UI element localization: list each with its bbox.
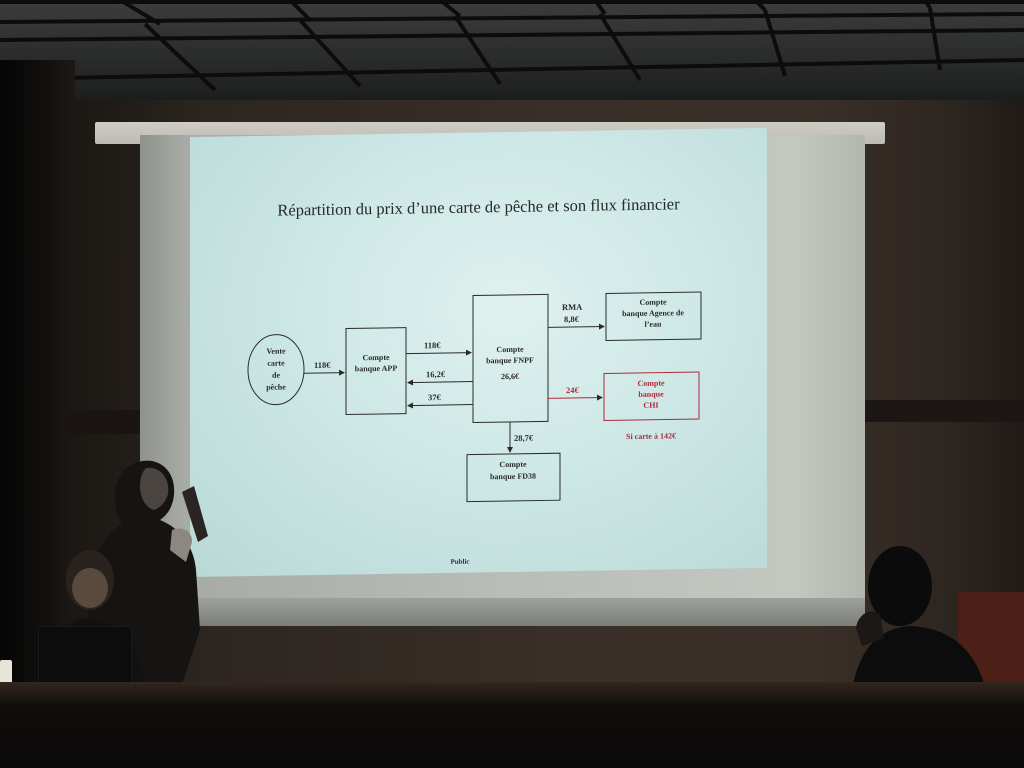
- edge-fnpf-agence: [548, 323, 605, 330]
- app-node: [345, 327, 407, 416]
- chi-label-line: Compte: [637, 379, 665, 388]
- fnpf-label-line: 26,6€: [501, 372, 519, 381]
- chi-note: Si carte à 142€: [626, 431, 676, 441]
- projected-slide: Répartition du prix d’une carte de pêche…: [190, 127, 767, 577]
- wall-stripe: [60, 410, 140, 434]
- edge-fnpf-app-1: [407, 379, 473, 386]
- edge-fnpf-app-2: [407, 402, 473, 409]
- edge-label-fnpf-agence: 8,8€: [564, 314, 580, 324]
- agence-label-line: banque Agence de: [622, 308, 684, 318]
- wall-stripe: [860, 400, 1024, 422]
- fd38-label-line: banque FD38: [490, 472, 536, 482]
- fd38-label-line: Compte: [499, 460, 527, 469]
- app-label-line: banque APP: [355, 364, 398, 374]
- vente-node: [247, 334, 305, 406]
- vente-label-line: Vente: [266, 346, 286, 355]
- projection-screen-bottom: [140, 598, 865, 626]
- chi-label-line: banque: [638, 390, 664, 399]
- vente-label-line: de: [272, 371, 280, 380]
- fd38-node: [466, 452, 561, 503]
- edge-app-fnpf: [406, 349, 472, 356]
- agence-node: [605, 291, 702, 341]
- edge-label-fnpf-chi: 24€: [566, 385, 579, 395]
- cup: [0, 660, 12, 684]
- edge-label-vente-app: 118€: [314, 360, 331, 370]
- vente-label-line: pêche: [266, 382, 286, 391]
- edge-label-app-fnpf: 118€: [424, 340, 441, 350]
- fnpf-label-line: banque FNPF: [486, 356, 534, 366]
- edge-label-fnpf-app-2: 37€: [428, 392, 441, 402]
- fnpf-label-line: Compte: [496, 345, 524, 354]
- edge-label-rma: RMA: [562, 302, 583, 312]
- app-label-line: Compte: [362, 353, 390, 362]
- agence-label-line: l’eau: [645, 320, 662, 329]
- left-curtain: [0, 60, 75, 700]
- flow-diagram: Vente carte de pêche Compte banque APP C…: [247, 291, 702, 503]
- edge-label-fnpf-fd38: 28,7€: [514, 433, 534, 443]
- edge-label-fnpf-app-1: 16,2€: [426, 369, 446, 379]
- edge-fnpf-chi: [548, 394, 603, 401]
- edge-vente-app: [304, 369, 345, 376]
- vente-label-line: carte: [267, 359, 285, 368]
- chi-label-line: CHI: [643, 401, 658, 410]
- laptop: [38, 626, 132, 688]
- foreground-table: [0, 682, 1024, 768]
- agence-label-line: Compte: [639, 298, 667, 307]
- ceiling-tiles: [0, 0, 1024, 110]
- chi-node: [603, 371, 700, 422]
